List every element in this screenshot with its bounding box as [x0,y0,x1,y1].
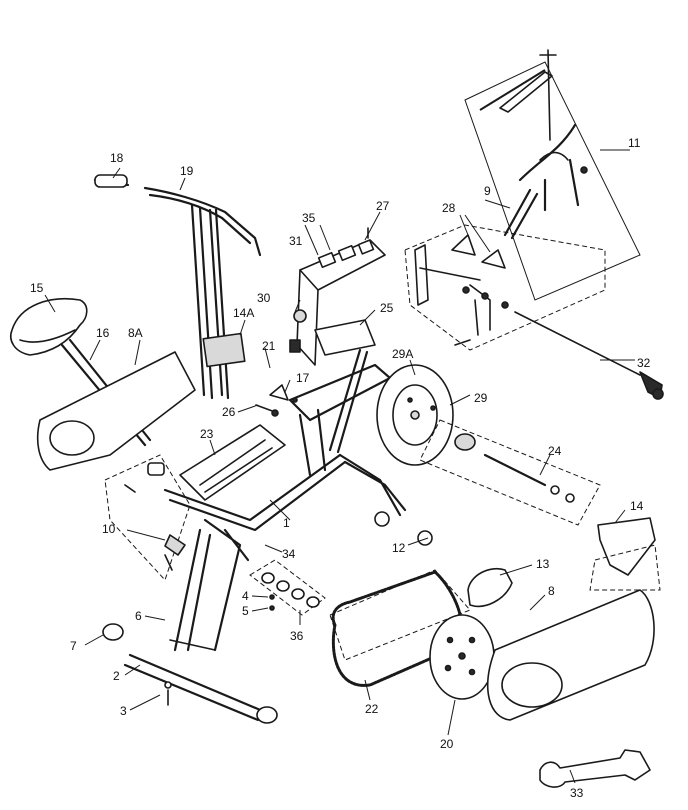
callout-24: 24 [548,444,562,458]
callout-19: 19 [180,164,194,178]
callout-28: 28 [442,201,456,215]
callout-8: 8 [548,584,555,598]
callout-32: 32 [637,356,651,370]
main-frame-1 [163,348,407,652]
callout-23: 23 [200,427,214,441]
callout-7: 7 [70,639,77,653]
callout-14: 14 [630,499,644,513]
callout-36: 36 [290,629,304,643]
callout-12: 12 [392,541,406,555]
wrench-33 [539,749,651,788]
console-assembly [289,227,386,366]
callout-15: 15 [30,281,44,295]
part-23 [179,424,286,501]
small-parts [104,384,433,616]
base-stabilizer-2 [102,623,278,724]
callout-1: 1 [283,516,290,530]
part-9-rod [503,188,539,240]
callout-29a: 29A [392,347,413,361]
callout-26: 26 [222,405,236,419]
handlebar-19 [93,174,262,400]
callout-20: 20 [440,737,454,751]
callout-4: 4 [242,589,249,603]
callout-14a: 14A [233,306,254,320]
callout-25: 25 [380,301,394,315]
callout-13: 13 [536,557,550,571]
flywheel-29 [376,364,454,466]
callout-33: 33 [570,786,584,800]
callout-16: 16 [96,326,110,340]
callout-21: 21 [262,339,276,353]
callout-2: 2 [113,669,120,683]
leader-lines [44,167,626,784]
part-32-tension-cable [514,311,664,400]
callout-30: 30 [257,291,271,305]
callout-27: 27 [376,199,390,213]
callout-5: 5 [242,604,249,618]
callout-3: 3 [120,704,127,718]
callout-18: 18 [110,151,124,165]
callout-31: 31 [289,234,303,248]
callout-35: 35 [302,211,316,225]
part-28-bracket-panel [404,214,606,351]
callout-9: 9 [484,184,491,198]
callout-11: 11 [628,136,641,150]
callout-34: 34 [282,547,296,561]
callout-22: 22 [365,702,379,716]
callout-8a: 8A [128,326,143,340]
part-24-axle-panel [419,419,601,526]
callout-17: 17 [296,371,310,385]
callout-10: 10 [102,522,116,536]
chain-guard-8 [487,517,661,721]
callout-29: 29 [474,391,488,405]
chain-guard-8a [36,351,196,471]
chainwheel-20 [429,614,495,700]
callout-labels: 18 19 15 16 8A 14A 30 31 35 27 28 9 11 2… [30,136,651,800]
callout-6: 6 [135,609,142,623]
